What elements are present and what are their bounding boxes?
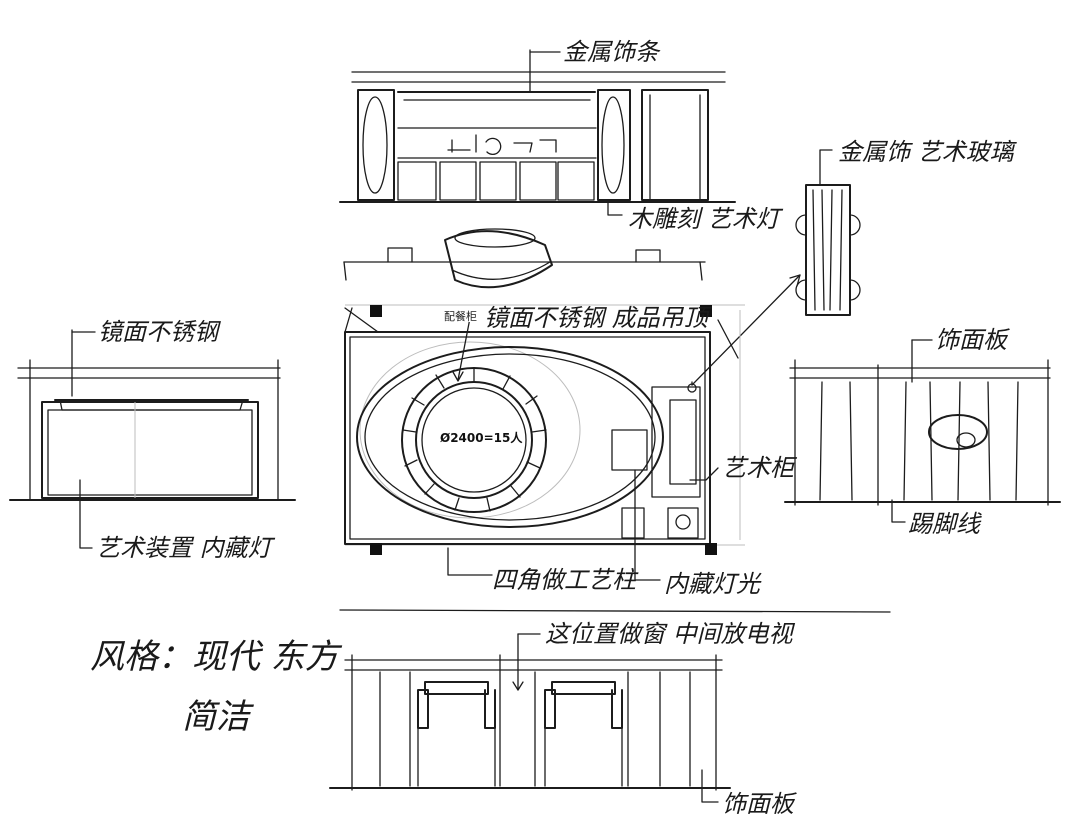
label-window-tv: 这位置做窗 中间放电视 — [545, 620, 796, 648]
label-footing-line: 踢脚线 — [908, 510, 982, 538]
left-elevation — [9, 329, 296, 549]
label-mirror-stainless: 镜面不锈钢 — [98, 318, 221, 346]
label-wood-carve-lamp: 木雕刻 艺术灯 — [628, 205, 784, 233]
label-corner-pillars: 四角做工艺柱 — [492, 566, 639, 594]
ceiling-section — [343, 228, 706, 289]
floor-plan — [344, 304, 745, 581]
right-top-panel — [691, 149, 861, 386]
label-art-shelf: 艺术装置 内藏灯 — [96, 534, 276, 562]
label-metal-trim: 金属饰条 — [563, 38, 661, 66]
style-note-line1: 风格：现代 东方 — [90, 637, 343, 677]
label-decor-panel-bottom: 饰面板 — [722, 790, 797, 818]
table-dimension: Ø2400=15人 — [440, 430, 523, 445]
label-art-cabinet: 艺术柜 — [722, 454, 798, 482]
label-decor-panel-right: 饰面板 — [935, 326, 1010, 354]
style-note-line2: 简洁 — [182, 697, 254, 737]
top-elevation — [339, 49, 736, 216]
bottom-elevation — [329, 609, 891, 803]
label-small-tag: 配餐柜 — [444, 309, 477, 323]
label-metal-art-glass: 金属饰 艺术玻璃 — [838, 138, 1018, 166]
label-hidden-light: 内藏灯光 — [664, 570, 762, 598]
right-elevation — [784, 339, 1061, 523]
label-ceiling-mirror: 镜面不锈钢 成品吊顶 — [484, 304, 712, 332]
